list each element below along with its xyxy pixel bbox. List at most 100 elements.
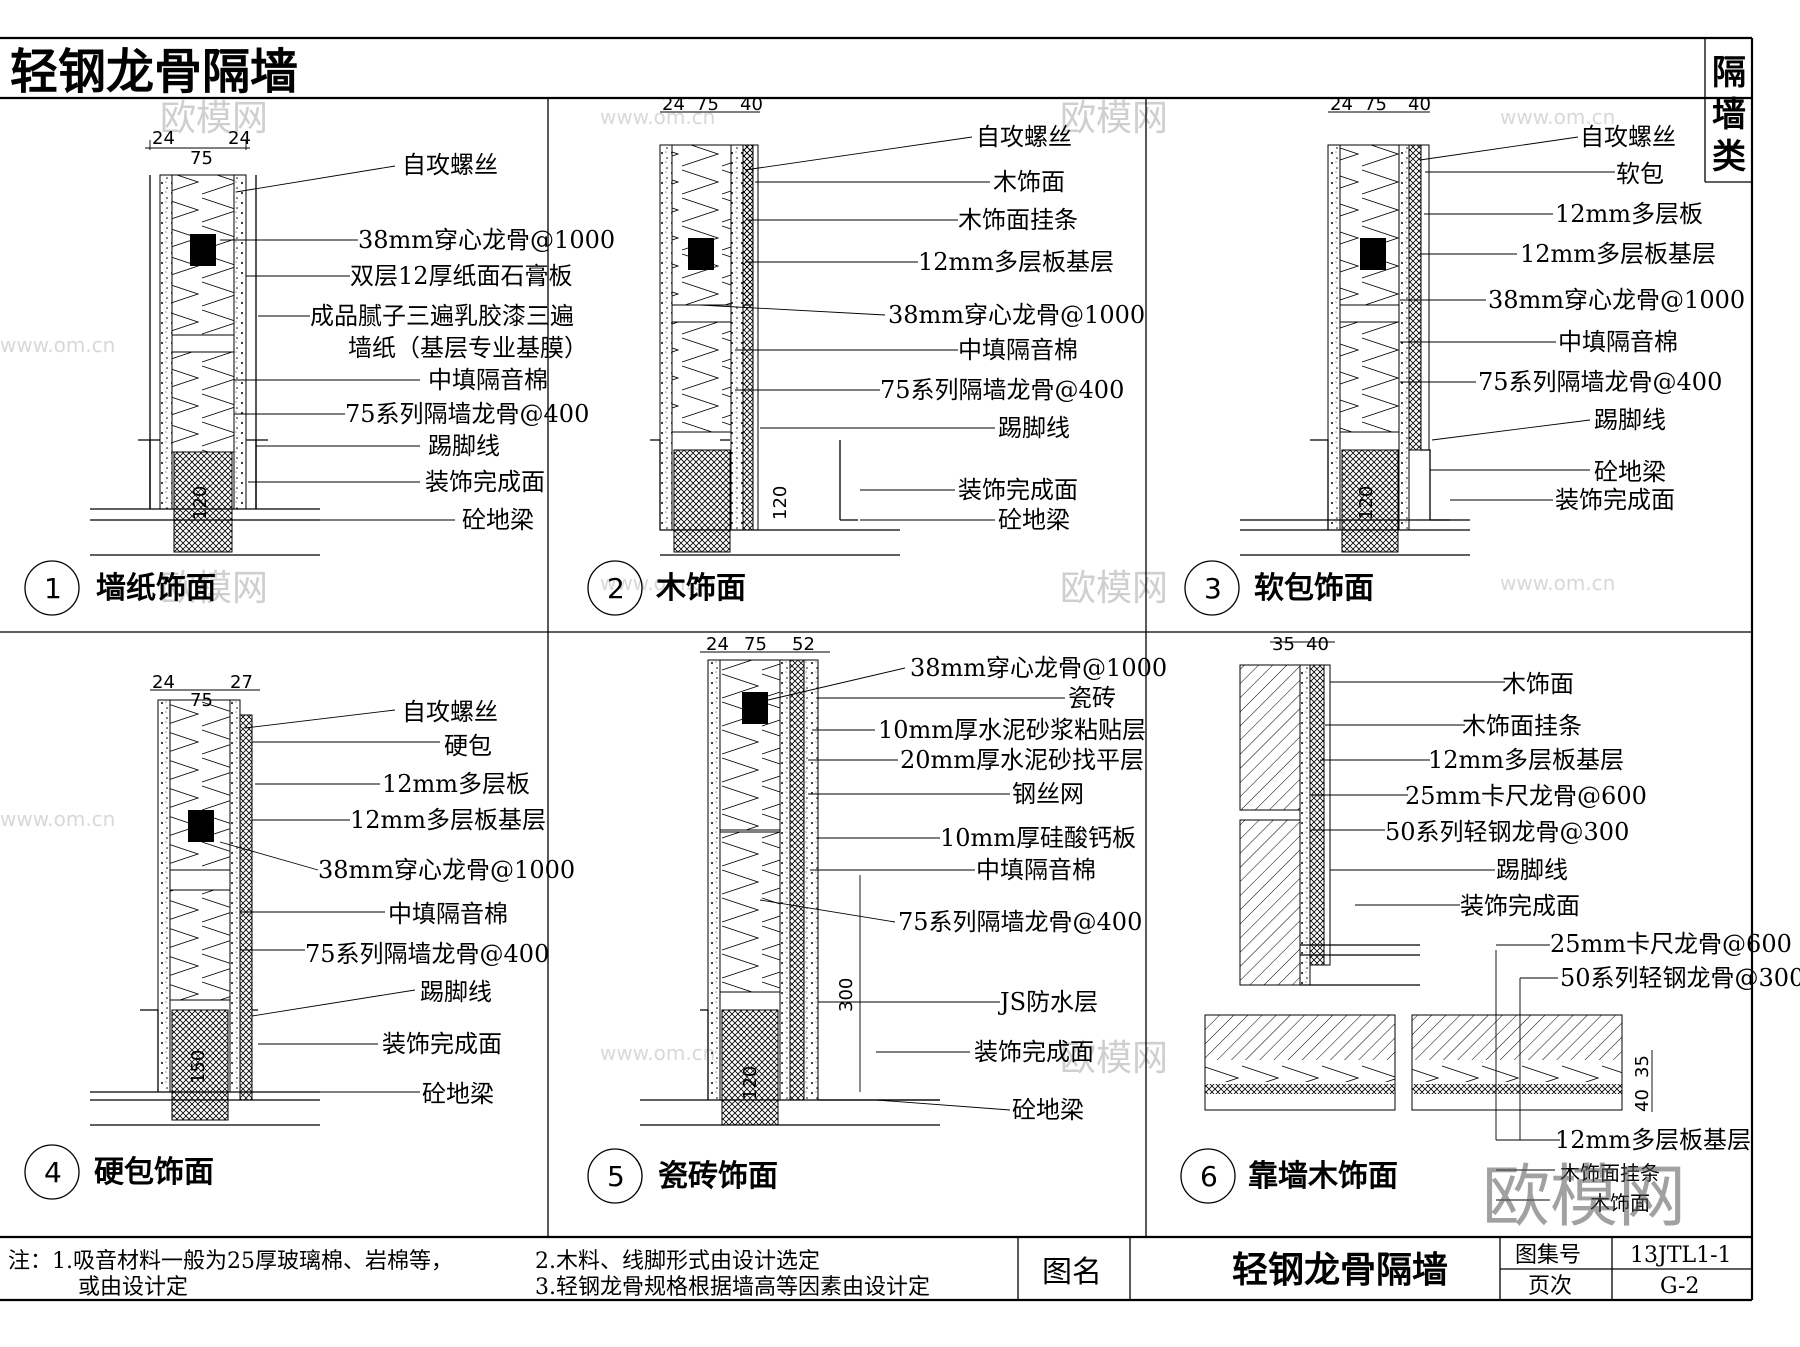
detail-title: 墙纸饰面 [96,571,216,606]
callout-label: 自攻螺丝 [1580,123,1676,151]
callout-label: 木饰面挂条 [1560,1161,1660,1185]
watermark-text: 欧模网 [1060,98,1168,139]
callout-label: 瓷砖 [1068,684,1116,712]
dimension-label: 75 [744,634,767,655]
sheet-frame [0,36,1754,1302]
callout-label: 38mm穿心龙骨@1000 [358,226,615,254]
callout-label: 自攻螺丝 [402,151,498,179]
detail-number: 2 [607,572,625,605]
figure-name-label: 图名 [1042,1255,1102,1290]
watermark-url: www.om.cn [600,1041,715,1065]
detail-6-wall-mounted-wood: 35 40 40 35 木饰面 木饰面挂条 12mm多层板基层 25mm卡尺龙骨… [1180,634,1800,1237]
dimension-label: 40 [1632,1089,1653,1112]
page-number: G-2 [1660,1274,1699,1299]
callout-label: 木饰面 [993,168,1065,196]
callout-label: 10mm厚硅酸钙板 [940,824,1136,852]
callout-label: 装饰完成面 [974,1038,1094,1066]
dimension-label: 27 [230,672,253,693]
dimension-label: 75 [1364,94,1387,115]
callout-label: 双层12厚纸面石膏板 [350,262,573,290]
callout-label: 12mm多层板基层 [1428,746,1624,774]
callout-label: 踢脚线 [428,432,500,460]
side-tab-char: 隔 [1712,53,1746,93]
callout-label: 木饰面挂条 [958,206,1078,234]
dimension-label: 24 [706,634,729,655]
callout-label: 12mm多层板基层 [1555,1126,1751,1154]
callout-label: 装饰完成面 [1460,892,1580,920]
dimension-label: 120 [1356,486,1377,520]
detail-title: 木饰面 [655,571,746,606]
callout-label: 中填隔音棉 [388,900,508,928]
dimension-label: 35 [1632,1055,1653,1078]
callout-label: 自攻螺丝 [402,698,498,726]
callout-label: 12mm多层板基层 [1520,240,1716,268]
callout-label: 砼地梁 [462,506,534,534]
atlas-label: 图集号 [1515,1243,1581,1268]
atlas-number: 13JTL1-1 [1630,1243,1732,1268]
callout-label: 砼地梁 [1012,1096,1084,1124]
callout-label: 12mm多层板 [1555,200,1703,228]
watermark-text: 欧模网 [160,98,268,139]
watermark-url: www.om.cn [600,105,715,129]
callout-label: 38mm穿心龙骨@1000 [888,301,1145,329]
callout-label: 木饰面 [1590,1191,1650,1215]
callout-label: 砼地梁 [422,1080,494,1108]
detail-2-wood-veneer: 24 75 40 120 自攻螺丝 木饰面 木饰面挂条 12mm多层板基层 38… [587,94,1145,616]
page-title: 轻钢龙骨隔墙 [10,44,298,100]
callout-label: 踢脚线 [998,414,1070,442]
callout-label: 砼地梁 [1594,458,1666,486]
callout-label: 25mm卡尺龙骨@600 [1405,782,1647,810]
detail-number: 4 [44,1156,62,1189]
detail-title: 硬包饰面 [94,1155,214,1190]
dimension-label: 35 [1272,634,1295,655]
callout-label: 中填隔音棉 [958,336,1078,364]
callout-label: 装饰完成面 [1555,486,1675,514]
detail-number: 5 [607,1160,625,1193]
detail-title: 软包饰面 [1254,571,1374,606]
callout-label: 38mm穿心龙骨@1000 [318,856,575,884]
detail-title: 瓷砖饰面 [658,1159,778,1194]
dimension-label: 40 [740,94,763,115]
callout-label: 75系列隔墙龙骨@400 [880,376,1124,404]
dimension-label: 300 [836,978,857,1012]
side-tab-char: 类 [1712,137,1746,177]
dimension-label: 24 [152,128,175,149]
detail-1-wallpaper: 24 75 24 120 自攻螺丝 38mm穿心龙骨@1000 双层12厚纸面石… [24,128,615,616]
callout-label: 12mm多层板 [382,770,530,798]
detail-title: 靠墙木饰面 [1248,1159,1398,1194]
callout-label: 装饰完成面 [425,468,545,496]
callout-label: 砼地梁 [998,506,1070,534]
callout-label: 踢脚线 [1594,406,1666,434]
callout-label: 50系列轻钢龙骨@300 [1560,964,1800,992]
dimension-label: 40 [1306,634,1329,655]
watermark-url: www.om.cn [0,333,115,357]
callout-label: 75系列隔墙龙骨@400 [898,908,1142,936]
figure-name: 轻钢龙骨隔墙 [1232,1250,1448,1291]
note-line: 3.轻钢龙骨规格根据墙高等因素由设计定 [535,1275,930,1300]
callout-label: 12mm多层板基层 [918,248,1114,276]
dimension-label: 24 [1330,94,1353,115]
dimension-label: 40 [1408,94,1431,115]
dimension-label: 120 [190,486,211,520]
callout-label: 12mm多层板基层 [350,806,546,834]
detail-4-hard-upholstery: 24 75 27 150 自攻螺丝 硬包 12mm多层板 12mm多层板基层 3… [24,672,575,1200]
callout-label: 墙纸（基层专业基膜） [348,334,588,362]
dimension-label: 24 [152,672,175,693]
detail-5-ceramic-tile: 24 75 52 300 120 38mm穿心龙骨@1000 瓷砖 10mm厚水… [587,634,1167,1204]
callout-label: 软包 [1616,160,1664,188]
side-tab-char: 墙 [1712,95,1746,135]
callout-label: 木饰面挂条 [1462,712,1582,740]
callout-label: 25mm卡尺龙骨@600 [1550,930,1792,958]
callout-label: 10mm厚水泥砂浆粘贴层 [878,716,1146,744]
watermark-url: www.om.cn [1500,571,1615,595]
callout-label: 踢脚线 [420,978,492,1006]
dimension-label: 75 [190,690,213,711]
watermark-text: 欧模网 [1060,1038,1168,1079]
callout-label: 成品腻子三遍乳胶漆三遍 [310,302,574,330]
detail-number: 6 [1200,1160,1218,1193]
callout-label: 75系列隔墙龙骨@400 [305,940,549,968]
dimension-label: 120 [740,1066,761,1100]
callout-label: 38mm穿心龙骨@1000 [910,654,1167,682]
watermark-logo: 欧模网 [1482,1158,1686,1237]
